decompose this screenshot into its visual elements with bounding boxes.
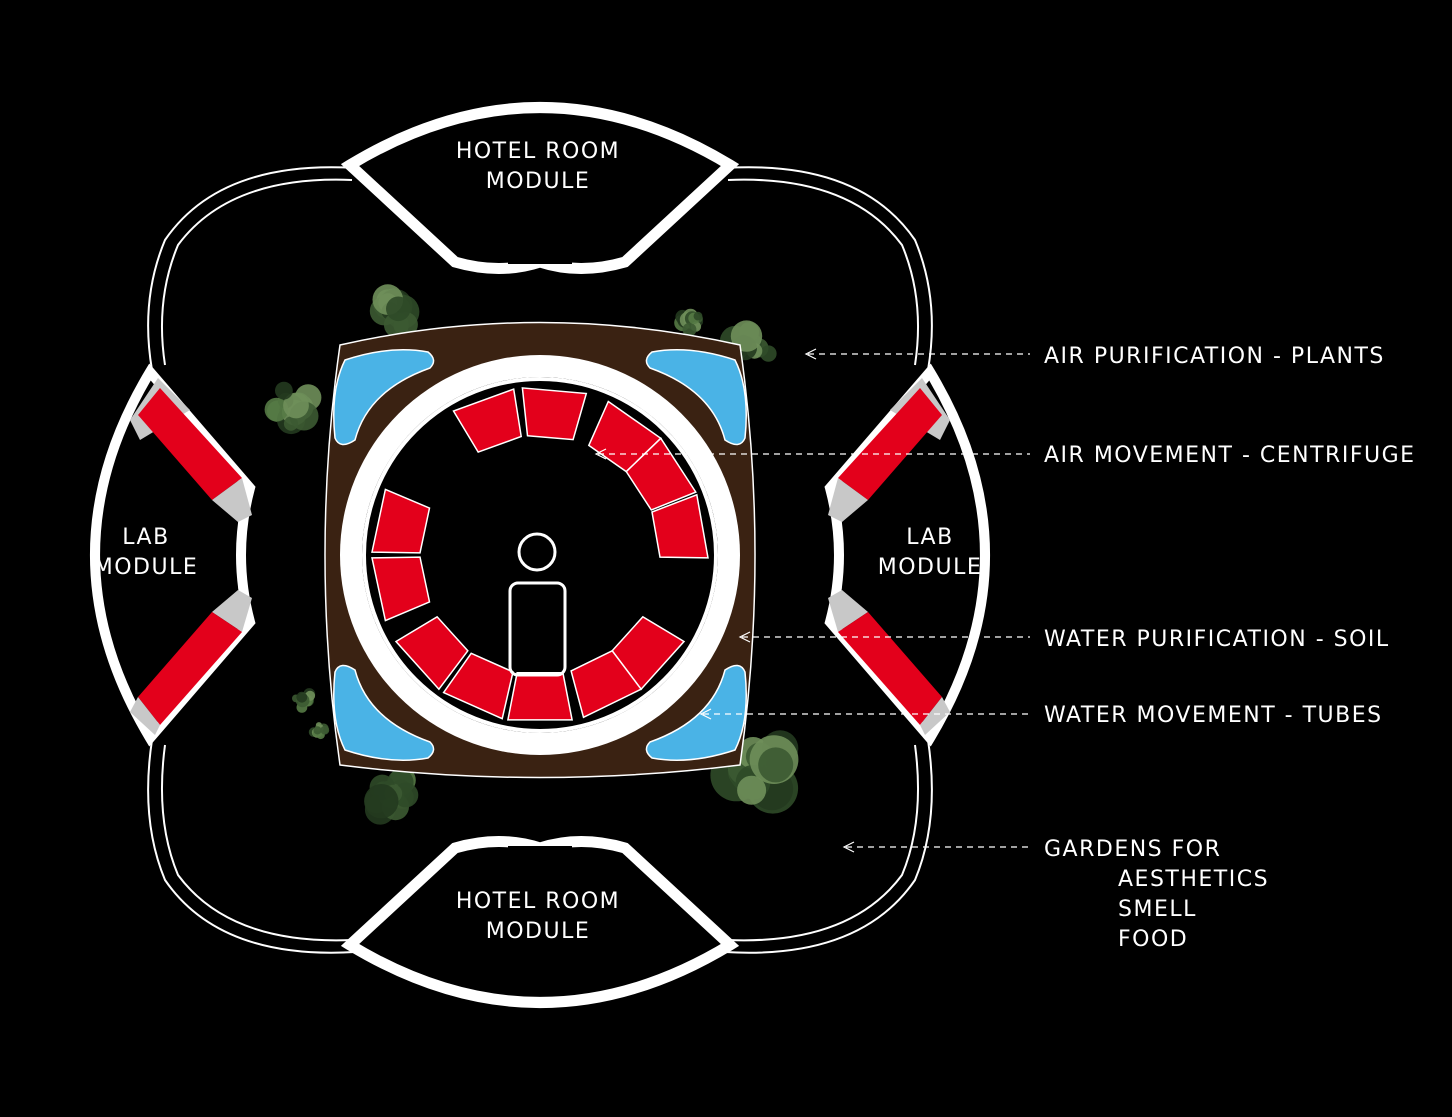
water-tank-top-right [645, 349, 747, 446]
plant-icon [292, 688, 316, 713]
garden-lobe-bottom-right-inner [727, 744, 919, 942]
bed-left-upper [130, 378, 252, 522]
centrifuge-inner-ring [362, 377, 718, 733]
hotel-door-bottom [508, 846, 572, 854]
water-tank-top-left [333, 349, 435, 446]
plant-icon [264, 284, 799, 825]
bed-right-upper [828, 378, 950, 522]
bed-left-lower [130, 590, 252, 735]
plant-icon [369, 284, 420, 338]
person-icon [508, 532, 567, 677]
lab-module-left [90, 363, 256, 747]
centrifuge-bed [371, 556, 431, 622]
centrifuge-bed [452, 388, 523, 454]
central-core [324, 321, 756, 779]
leader-air-movement [594, 448, 1030, 460]
leader-water-purification [738, 631, 1030, 643]
annotation-leaders [594, 348, 1030, 853]
lab-right-label-line1: LAB [906, 525, 953, 550]
hotel-top-label-line1: HOTEL ROOM [456, 139, 620, 164]
annotation-gardens-line3: SMELL [1118, 897, 1197, 922]
garden-lobe-top-right-inner [727, 178, 919, 366]
garden-lobe-bottom-right-outer [724, 739, 933, 954]
centrifuge-bed [506, 672, 574, 721]
plant-icon [710, 730, 799, 814]
leader-gardens [842, 841, 1030, 853]
hotel-room-module-top [340, 102, 740, 274]
centrifuge-bed [521, 387, 588, 441]
annotation-air-movement: AIR MOVEMENT - CENTRIFUGE [1044, 443, 1416, 468]
centrifuge-bed [570, 649, 643, 719]
plant-icon [308, 722, 330, 740]
annotation-water-purification: WATER PURIFICATION - SOIL [1044, 627, 1390, 652]
plant-icon [264, 381, 322, 435]
hotel-bottom-label-line1: HOTEL ROOM [456, 889, 620, 914]
water-tanks [333, 349, 747, 761]
garden-lobe-top-right-outer [724, 166, 933, 371]
module-labels: HOTEL ROOM MODULE HOTEL ROOM MODULE LAB … [94, 139, 983, 944]
centrifuge-bed [371, 488, 431, 554]
annotation-labels: AIR PURIFICATION - PLANTS AIR MOVEMENT -… [1044, 344, 1416, 952]
garden-lobe-bottom-left-inner [161, 744, 353, 942]
centrifuge-beds [371, 387, 709, 721]
bed-right-lower [828, 590, 950, 735]
hotel-top-label-line2: MODULE [486, 169, 591, 194]
lab-left-label-line1: LAB [122, 525, 169, 550]
hotel-room-module-bottom [340, 836, 740, 1008]
annotation-gardens-line4: FOOD [1118, 927, 1188, 952]
plant-icon [674, 308, 704, 337]
water-tank-bottom-left [333, 664, 435, 761]
annotation-air-purification: AIR PURIFICATION - PLANTS [1044, 344, 1385, 369]
leader-air-purification [804, 348, 1030, 360]
annotation-water-movement: WATER MOVEMENT - TUBES [1044, 703, 1383, 728]
hotel-bottom-label-line2: MODULE [486, 919, 591, 944]
garden-lobe-top-left-outer [147, 166, 356, 371]
centrifuge-bed [442, 652, 514, 720]
water-tank-bottom-right [645, 664, 747, 761]
garden-lobes [147, 166, 933, 954]
centrifuge-bed [625, 437, 697, 511]
annotation-gardens-line2: AESTHETICS [1118, 867, 1269, 892]
hotel-door-top [508, 256, 572, 264]
centrifuge-bed [394, 615, 469, 691]
garden-lobe-top-left-inner [161, 178, 353, 366]
lab-module-right [824, 363, 990, 747]
lab-left-label-line2: MODULE [94, 555, 199, 580]
leader-water-movement [699, 708, 1030, 720]
garden-lobe-bottom-left-outer [147, 739, 356, 954]
centrifuge-bed [651, 493, 709, 559]
lab-right-label-line2: MODULE [878, 555, 983, 580]
annotation-gardens-line1: GARDENS FOR [1044, 837, 1221, 862]
plant-icon [364, 767, 419, 825]
